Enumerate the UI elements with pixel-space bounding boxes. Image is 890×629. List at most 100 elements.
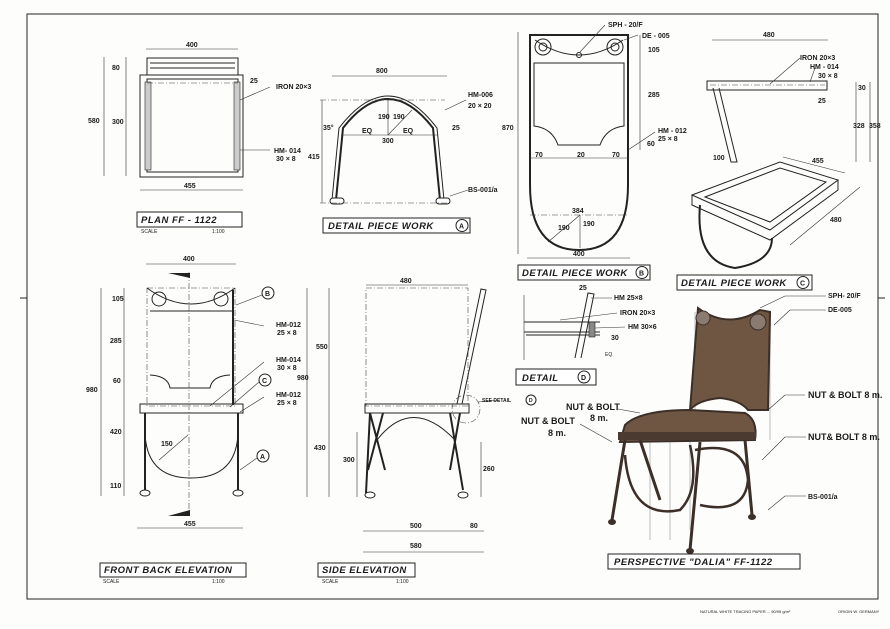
side-dim-500: 500 — [410, 523, 422, 530]
side-scale-label: SCALE — [322, 579, 339, 585]
perspective-title: PERSPECTIVE "DALIA" FF-1122 — [614, 557, 773, 568]
side-dim-80: 80 — [470, 523, 478, 530]
plan-label-hm: HM- 014 — [274, 148, 301, 155]
front-label-hm012-b: HM-012 — [276, 392, 301, 399]
front-marker-a: A — [260, 454, 265, 461]
detail-a-dim-eq-2: EQ — [403, 128, 414, 135]
perspective-chair-photo: SPH- 20/F DE-005 NUT & BOLT 8 m. NUT& BO… — [521, 293, 882, 570]
plan-dim-depth: 580 — [88, 118, 100, 125]
sheet-border — [26, 13, 879, 600]
side-dim-430: 430 — [314, 445, 326, 452]
plan-dim-offset: 25 — [250, 78, 258, 85]
detail-d-marker: D — [581, 375, 586, 382]
detail-b-dim-70-left: 70 — [535, 152, 543, 159]
perspective-label-de: DE-005 — [828, 307, 852, 314]
detail-a-label-hm: HM-006 — [468, 92, 493, 99]
side-dim-580: 580 — [410, 543, 422, 550]
detail-d: 25 30 EQ HM 25×8 IRON 20×3 HM 30×6 DETAI… — [515, 285, 657, 386]
front-marker-c: C — [262, 378, 267, 385]
detail-d-title: DETAIL — [522, 373, 559, 384]
perspective-label-bs: BS-001/a — [808, 494, 838, 501]
detail-b-label-de: DE - 005 — [642, 33, 670, 40]
plan-scale-label: SCALE — [141, 229, 158, 235]
front-label-hm012-b-size: 25 × 8 — [277, 400, 297, 407]
detail-a-dim-25: 25 — [452, 125, 460, 132]
detail-c-dim-358: 358 — [869, 123, 881, 130]
detail-c-dim-width: 480 — [763, 32, 775, 39]
detail-piece-work-a: 800 415 190 190 EQ EQ 300 35° 25 HM-006 … — [308, 68, 498, 234]
perspective-label-nut-bolt-left-2-size: 8 m. — [548, 428, 566, 438]
footer-origin: ORIGIN W. GERMANY — [838, 609, 880, 614]
front-dim-total-height: 980 — [86, 387, 98, 394]
detail-a-title: DETAIL PIECE WORK — [328, 221, 434, 232]
detail-a-dim-span: 300 — [382, 138, 394, 145]
detail-b-label-hm-size: 25 × 8 — [658, 136, 678, 143]
detail-d-label-hm-25: HM 25×8 — [614, 295, 643, 302]
detail-d-dim-eq: EQ — [605, 352, 612, 358]
front-dim-width: 400 — [183, 256, 195, 263]
front-dim-285: 285 — [110, 338, 122, 345]
detail-piece-work-c: 480 30 25 328 358 100 455 480 IRON 20×3 … — [676, 32, 881, 291]
plan-label-iron: IRON 20×3 — [276, 84, 311, 91]
detail-c-label-iron: IRON 20×3 — [800, 55, 835, 62]
detail-c-dim-328: 328 — [853, 123, 865, 130]
plan-dim-seat: 300 — [112, 119, 124, 126]
detail-a-dim-eq-1: EQ — [362, 128, 373, 135]
front-scale-label: SCALE — [103, 579, 120, 585]
detail-c-dim-100: 100 — [713, 155, 725, 162]
detail-piece-work-b: 870 105 285 60 70 20 70 384 190 190 400 … — [502, 22, 687, 281]
detail-b-dim-60: 60 — [647, 141, 655, 148]
perspective-label-nut-bolt-back: NUT & BOLT 8 m. — [808, 390, 882, 400]
perspective-label-nut-bolt-left-1: NUT & BOLT — [566, 402, 620, 412]
detail-b-dim-384: 384 — [572, 208, 584, 215]
detail-d-label-hm-30: HM 30×6 — [628, 324, 657, 331]
side-dim-480: 480 — [400, 278, 412, 285]
front-dim-60: 60 — [113, 378, 121, 385]
side-title: SIDE ELEVATION — [322, 565, 407, 576]
detail-a-label-bs: BS-001/a — [468, 187, 498, 194]
detail-c-title: DETAIL PIECE WORK — [681, 278, 787, 289]
detail-a-dim-radius-1: 190 — [378, 114, 390, 121]
detail-c-dim-480: 480 — [830, 217, 842, 224]
front-dim-420: 420 — [110, 429, 122, 436]
detail-c-label-hm: HM - 014 — [810, 64, 839, 71]
side-see-detail: SEE DETAIL — [482, 398, 511, 404]
perspective-label-sph: SPH- 20/F — [828, 293, 861, 300]
detail-c-dim-30: 30 — [858, 85, 866, 92]
detail-a-dim-height: 415 — [308, 154, 320, 161]
detail-d-dim-30: 30 — [611, 335, 619, 342]
front-dim-105: 105 — [112, 296, 124, 303]
side-dim-260: 260 — [483, 466, 495, 473]
detail-b-dim-radius: 190 — [558, 225, 570, 232]
front-dim-110: 110 — [110, 483, 121, 490]
detail-b-dim-105: 105 — [648, 47, 660, 54]
front-marker-b: B — [265, 291, 270, 298]
side-see-detail-marker: D — [529, 398, 533, 404]
detail-b-dim-70-right: 70 — [612, 152, 620, 159]
footer-paper-note: NATURAL WHITE TRACING PAPER ... 90/95 g/… — [700, 609, 791, 614]
perspective-label-nut-bolt-left-2: NUT & BOLT — [521, 416, 575, 426]
plan-label-hm-size: 30 × 8 — [276, 156, 296, 163]
plan-dim-width: 400 — [186, 42, 198, 49]
detail-a-marker: A — [459, 224, 464, 231]
detail-b-label-hm: HM - 012 — [658, 128, 687, 135]
detail-b-title: DETAIL PIECE WORK — [522, 268, 628, 279]
detail-c-marker: C — [800, 281, 805, 288]
detail-b-dim-20: 20 — [577, 152, 585, 159]
front-title: FRONT BACK ELEVATION — [104, 565, 233, 576]
front-back-elevation: 400 105 285 60 420 110 980 150 455 B C A… — [86, 256, 301, 585]
front-label-hm014-size: 30 × 8 — [277, 365, 297, 372]
detail-c-dim-25: 25 — [818, 98, 826, 105]
detail-d-dim-25: 25 — [579, 285, 587, 292]
side-dim-300: 300 — [343, 457, 355, 464]
detail-a-label-hm-size: 20 × 20 — [468, 103, 492, 110]
side-dim-550: 550 — [316, 344, 328, 351]
detail-c-dim-455: 455 — [812, 158, 824, 165]
perspective-label-nut-bolt-left-1-size: 8 m. — [590, 413, 608, 423]
detail-b-dim-height: 870 — [502, 125, 514, 132]
front-scale: 1:100 — [212, 579, 225, 585]
front-dim-radius: 150 — [161, 441, 173, 448]
front-dim-455: 455 — [184, 521, 196, 528]
